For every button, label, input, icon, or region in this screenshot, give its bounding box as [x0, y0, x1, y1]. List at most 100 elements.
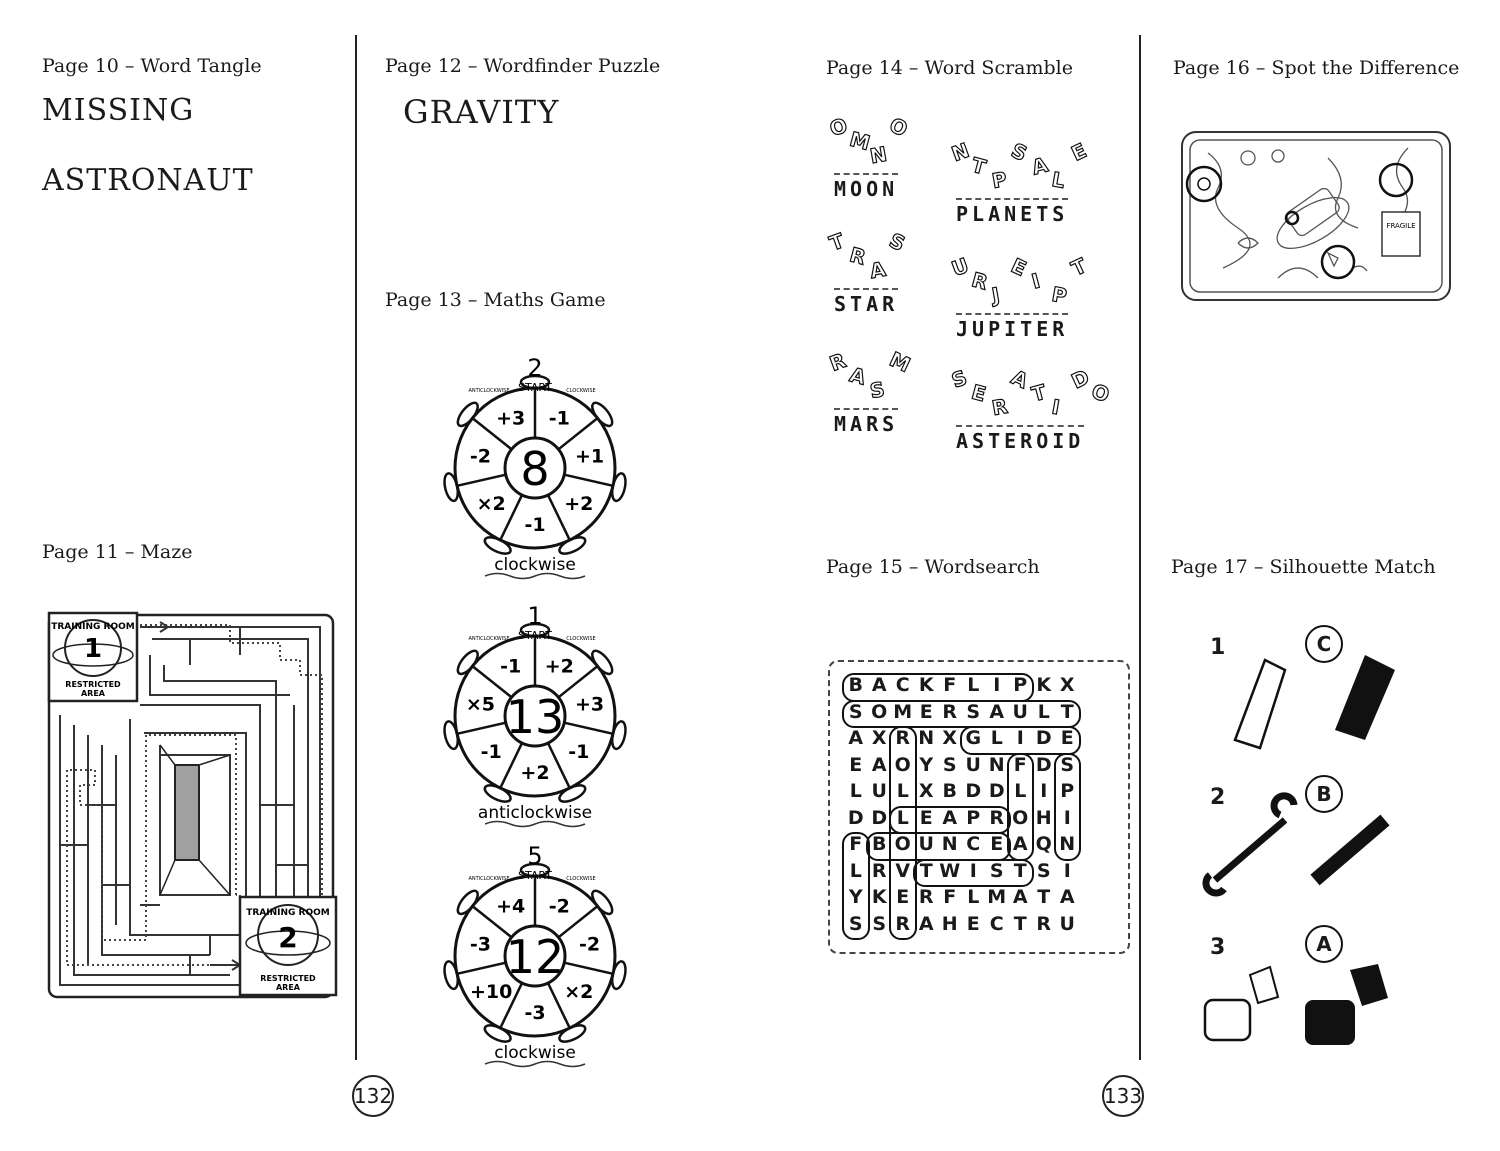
wordsearch-cell: A — [1059, 886, 1075, 908]
scramble-letter: T — [1067, 253, 1091, 282]
wheel-centre-number: 8 — [520, 442, 549, 496]
wordsearch-cell: O — [894, 833, 911, 855]
wordsearch-cell: D — [988, 780, 1005, 802]
scramble-letter: M — [885, 346, 915, 378]
silhouette-number: 3 — [1210, 935, 1226, 960]
wheel-operation: ×2 — [477, 493, 506, 515]
wheel-operation: -1 — [524, 514, 545, 536]
silhouette-heading: Page 17 – Silhouette Match — [1171, 556, 1436, 578]
wheel-operation: +4 — [496, 896, 525, 918]
wordsearch-cell: L — [967, 886, 980, 908]
column-divider-right — [1139, 35, 1141, 1060]
wheel-spoke — [563, 961, 614, 976]
wordsearch-cell: I — [1016, 727, 1024, 749]
page-number-132: 132 — [352, 1075, 394, 1117]
wheel-start-number: 1 — [527, 602, 542, 630]
wheel-operation: ×5 — [466, 694, 495, 716]
wordsearch-cell: D — [1035, 753, 1052, 776]
scramble-answer: JUPITER — [956, 313, 1069, 341]
wheel-spoke — [557, 417, 599, 451]
wordsearch-cell: N — [988, 753, 1005, 776]
scramble-letter: E — [969, 379, 990, 407]
scramble-letter: I — [1049, 394, 1062, 420]
wordsearch-cell: H — [941, 912, 958, 935]
wheel-start-number: 5 — [527, 842, 542, 870]
wordsearch-cell: L — [849, 859, 862, 882]
wordsearch-cell: E — [919, 806, 933, 829]
wordsearch-cell: S — [872, 912, 887, 935]
wordsearch-cell: E — [896, 886, 910, 908]
scramble-letter: A — [1029, 152, 1051, 180]
wordsearch-cell: D — [871, 806, 888, 829]
scramble-letter: O — [885, 112, 912, 142]
wheel-spoke — [499, 982, 524, 1029]
wordsearch-cell: L — [896, 780, 909, 802]
wordsearch-cell: K — [871, 886, 887, 908]
wheel-operation: -1 — [549, 408, 570, 430]
wheel-operation: +3 — [496, 408, 525, 430]
wheel-handle — [483, 1024, 512, 1043]
scramble-letter: P — [1049, 281, 1069, 309]
scramble-answer: PLANETS — [956, 198, 1069, 226]
wordsearch-cell: M — [987, 886, 1007, 908]
wheel-operation: +3 — [575, 694, 604, 716]
silhouette-pair-3 — [1203, 964, 1388, 1045]
wheel-clockwise-label: CLOCKWISE — [566, 876, 595, 882]
wordsearch-cell: A — [871, 674, 887, 696]
wheel-handle — [456, 401, 479, 428]
wordsearch-cell: A — [848, 727, 864, 749]
wordsearch-cell: O — [871, 700, 888, 723]
wheel-anticlockwise-label: ANTICLOCKWISE — [468, 876, 509, 882]
wheel-handle — [558, 536, 587, 555]
scramble-letter: P — [989, 166, 1009, 194]
wordsearch-cell: X — [871, 727, 887, 749]
wordsearch-cell: U — [918, 833, 934, 855]
wordsearch-cell: D — [1035, 727, 1052, 749]
wordfinder-heading: Page 12 – Wordfinder Puzzle — [385, 55, 661, 77]
wordsearch-cell: C — [989, 912, 1004, 935]
wordsearch-cell: T — [1037, 886, 1051, 908]
maze-illustration: TRAINING ROOM 1 RESTRICTED AREA TRAINING… — [47, 611, 338, 999]
scramble-letter: N — [867, 141, 889, 169]
wheel-handle — [443, 720, 460, 751]
wheel-operation: -1 — [568, 741, 589, 763]
wheel-anticlockwise-label: ANTICLOCKWISE — [468, 636, 509, 642]
silhouette-letter: B — [1305, 775, 1343, 813]
wordsearch-cell: E — [849, 753, 863, 776]
wheel-spoke — [499, 494, 524, 541]
wordsearch-cell: L — [990, 727, 1003, 749]
scramble-letter: A — [1007, 364, 1032, 394]
sign1-sub2: AREA — [81, 689, 106, 698]
wheel-direction-answer: clockwise — [494, 1043, 576, 1063]
wheel-start-number: 2 — [527, 354, 542, 382]
wheel-underline — [484, 1060, 586, 1068]
wordsearch-cell: S — [989, 859, 1004, 882]
scramble-letter: T — [826, 228, 848, 256]
scramble-letter: R — [989, 393, 1010, 421]
wordsearch-cell: B — [942, 780, 957, 802]
silhouette-number: 2 — [1210, 785, 1226, 810]
wordsearch-cell: R — [942, 700, 958, 723]
wordsearch-cell: L — [1037, 700, 1050, 723]
wheel-start-label: START — [518, 629, 552, 642]
wordsearch-found-word — [959, 726, 1081, 755]
wordsearch-found-word — [889, 726, 917, 940]
wheel-start-label: START — [518, 381, 552, 394]
wordsearch-cell: R — [1036, 912, 1052, 935]
word-tangle-answer-2: ASTRONAUT — [42, 163, 254, 198]
wheel-operation: -1 — [481, 741, 502, 763]
wordsearch-cell: I — [1040, 780, 1048, 802]
scramble-answer: MARS — [834, 408, 899, 436]
scramble-letter: R — [826, 347, 850, 376]
word-tangle-heading: Page 10 – Word Tangle — [42, 55, 262, 77]
wordsearch-cell: I — [1063, 806, 1071, 829]
wordsearch-cell: P — [1060, 780, 1075, 802]
page-number-133: 133 — [1102, 1075, 1144, 1117]
wheel-handle — [610, 472, 627, 503]
wordsearch-cell: A — [989, 700, 1005, 723]
